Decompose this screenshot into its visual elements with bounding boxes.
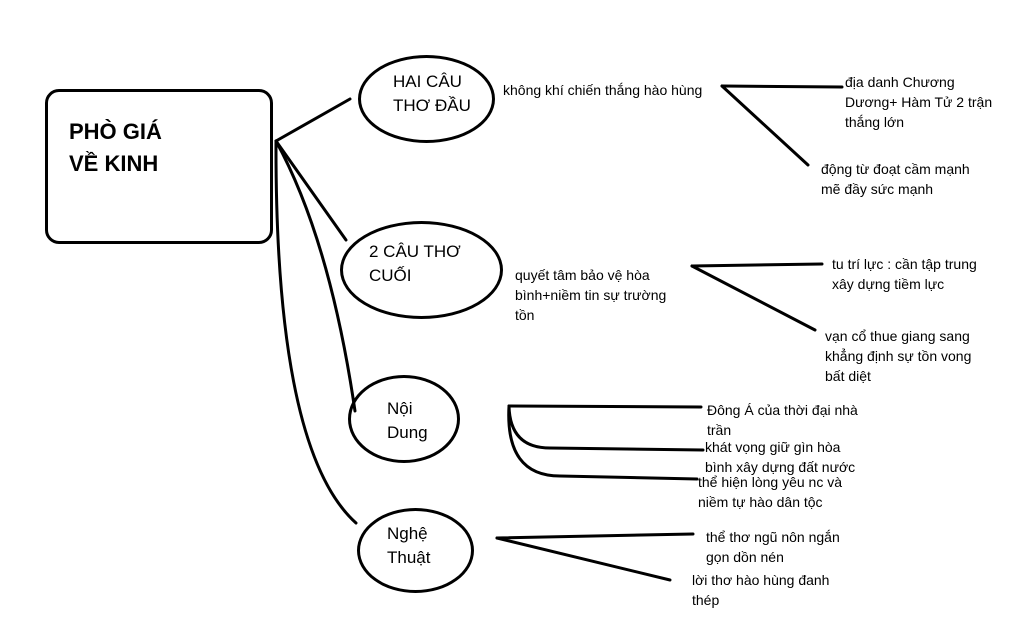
branch-b3-line1: Nội <box>387 399 413 418</box>
connector-b1-sub1 <box>720 84 844 89</box>
note-b1-sub2: động từ đoạt cầm mạnh mẽ đầy sức mạnh <box>821 159 970 199</box>
connector-b3-sub2 <box>507 404 705 452</box>
connector-root-b4 <box>274 139 358 525</box>
note-b3-sub3-line2: niềm tự hào dân tộc <box>698 494 823 510</box>
note-b2-sub2-line3: bất diệt <box>825 368 871 384</box>
note-b3-sub3-line1: thể hiện lòng yêu nc và <box>698 474 842 490</box>
connector-b2-sub1 <box>690 262 824 268</box>
note-b3-sub2: khát vọng giữ gìn hòa bình xây dựng đất … <box>705 437 855 477</box>
note-b2-main-line3: tồn <box>515 307 535 323</box>
note-b2-sub1: tu trí lực : cần tập trung xây dựng tiềm… <box>832 254 977 294</box>
branch-label-nghe-thuat: Nghệ Thuật <box>387 522 430 570</box>
note-b2-sub2-line1: vạn cổ thue giang sang <box>825 328 970 344</box>
branch-label-2-cau-tho-cuoi: 2 CÂU THƠ CUỐI <box>369 240 461 288</box>
note-b4-sub1: thể thơ ngũ nôn ngắn gọn dồn nén <box>706 527 840 567</box>
connector-b3-sub1 <box>507 404 703 409</box>
root-node-title: PHÒ GIÁ VỀ KINH <box>69 116 162 180</box>
note-b1-sub2-line1: động từ đoạt cầm mạnh <box>821 161 970 177</box>
note-b3-sub1-line2: trần <box>707 422 732 438</box>
note-b3-sub1: Đông Á của thời đại nhà trần <box>707 400 858 440</box>
note-b4-sub1-line2: gọn dồn nén <box>706 549 784 565</box>
branch-b3-line2: Dung <box>387 423 428 442</box>
branch-b4-line2: Thuật <box>387 548 431 567</box>
note-b1-sub2-line2: mẽ đầy sức mạnh <box>821 181 934 197</box>
connector-b4-sub2 <box>495 536 672 582</box>
branch-b2-line2: CUỐI <box>369 266 412 285</box>
note-b1-main: không khí chiến thắng hào hùng <box>503 82 703 98</box>
note-b2-sub1-line2: xây dựng tiềm lực <box>832 276 945 292</box>
note-b2-main: quyết tâm bảo vệ hòa bình+niềm tin sự tr… <box>515 265 666 325</box>
note-b2-sub1-line1: tu trí lực : cần tập trung <box>832 256 977 272</box>
connector-b3-sub3 <box>507 404 699 481</box>
branch-b4-line1: Nghệ <box>387 524 428 543</box>
branch-node-hai-cau-tho-dau <box>358 55 495 143</box>
note-b1-sub1-line1: địa danh Chương <box>845 74 955 90</box>
note-b3-sub1-line1: Đông Á của thời đại nhà <box>707 402 858 418</box>
root-title-line1: PHÒ GIÁ <box>69 119 162 144</box>
branch-node-noi-dung <box>348 375 460 463</box>
branch-label-hai-cau-tho-dau: HAI CÂU THƠ ĐẦU <box>393 70 471 118</box>
connector-b4-sub1 <box>495 532 695 540</box>
note-b4-sub2: lời thơ hào hùng đanh thép <box>692 570 829 610</box>
connector-b2-sub2 <box>690 264 817 332</box>
branch-b1-line2: THƠ ĐẦU <box>393 96 471 115</box>
connector-root-b1 <box>274 97 352 143</box>
note-b4-sub2-line1: lời thơ hào hùng đanh <box>692 572 830 588</box>
branch-b1-line1: HAI CÂU <box>393 72 462 91</box>
note-b4-sub1-line1: thể thơ ngũ nôn ngắn <box>706 529 840 545</box>
note-b1-sub1-line3: thắng lớn <box>845 114 905 130</box>
note-b2-main-line2: bình+niềm tin sự trường <box>515 287 667 303</box>
note-b3-sub2-line1: khát vọng giữ gìn hòa <box>705 439 841 455</box>
connector-root-b3 <box>274 139 357 413</box>
branch-node-2-cau-tho-cuoi <box>340 221 503 319</box>
connector-root-b2 <box>274 139 348 242</box>
root-node-box <box>45 89 273 244</box>
note-b2-main-line1: quyết tâm bảo vệ hòa <box>515 267 650 283</box>
note-b3-sub3: thể hiện lòng yêu nc và niềm tự hào dân … <box>698 472 842 512</box>
note-b1-sub1-line2: Dương+ Hàm Tử 2 trận <box>845 94 993 110</box>
connector-b1-sub2 <box>720 84 810 167</box>
branch-b2-line1: 2 CÂU THƠ <box>369 242 461 261</box>
note-b2-sub2: vạn cổ thue giang sang khẳng định sự tồn… <box>825 326 971 386</box>
root-title-line2: VỀ KINH <box>69 151 159 176</box>
note-b2-sub2-line2: khẳng định sự tồn vong <box>825 348 972 364</box>
note-b4-sub2-line2: thép <box>692 592 720 608</box>
note-b3-sub2-line2: bình xây dựng đất nước <box>705 459 856 475</box>
note-b1-sub1: địa danh Chương Dương+ Hàm Tử 2 trận thắ… <box>845 72 992 132</box>
branch-label-noi-dung: Nội Dung <box>387 397 428 445</box>
branch-node-nghe-thuat <box>357 508 474 593</box>
